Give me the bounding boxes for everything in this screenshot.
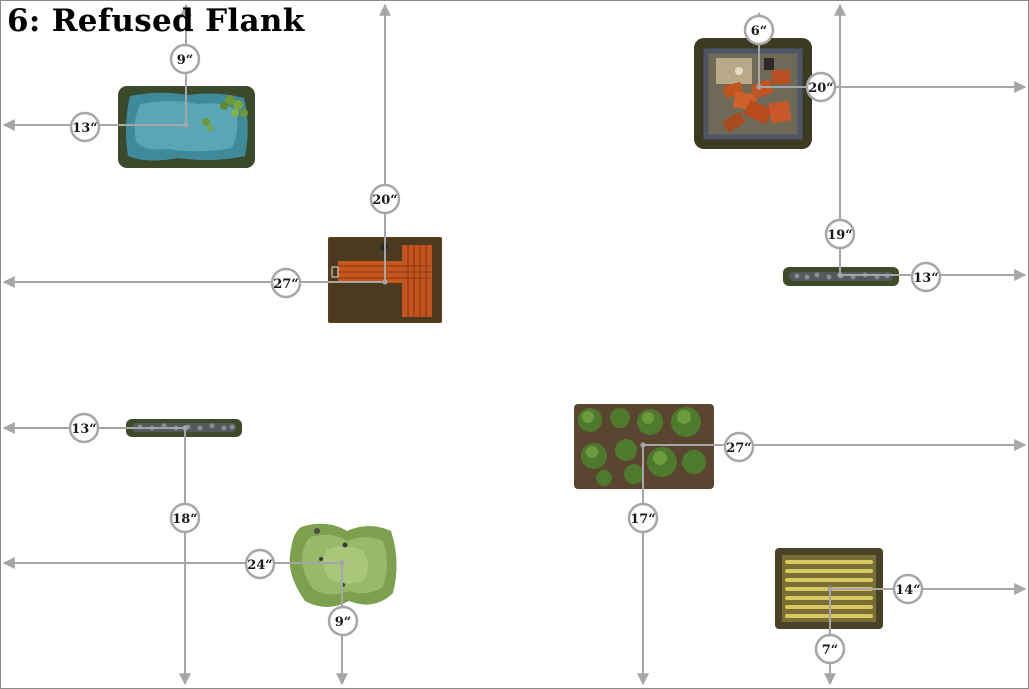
distance-label: 24“ — [247, 558, 273, 573]
hill-icon — [287, 521, 400, 610]
distance-badge-wall-east-right: 13“ — [910, 261, 942, 293]
distance-badge-barn-left: 27“ — [270, 267, 302, 299]
distance-badge-field-right: 14“ — [892, 573, 924, 605]
distance-label: 17“ — [630, 512, 656, 527]
distance-label: 14“ — [895, 583, 921, 598]
distance-label: 19“ — [827, 228, 853, 243]
scenario-title: 6: Refused Flank — [7, 3, 305, 39]
anchor-point — [640, 442, 646, 448]
distance-badge-circle — [723, 431, 755, 463]
distance-badge-ruins-right: 20“ — [805, 71, 837, 103]
distance-label: 13“ — [72, 121, 98, 136]
anchor-point — [382, 279, 388, 285]
distance-badge-hill-bottom: 9“ — [327, 605, 359, 637]
anchor-point — [182, 425, 188, 431]
distance-badge-circle — [270, 267, 302, 299]
distance-badge-circle — [169, 502, 201, 534]
distance-badge-circle — [327, 605, 359, 637]
distance-label: 18“ — [172, 512, 198, 527]
distance-badge-circle — [369, 183, 401, 215]
distance-label: 13“ — [71, 422, 97, 437]
distance-badge-wood-bottom: 17“ — [627, 502, 659, 534]
distance-label: 6“ — [751, 24, 768, 39]
distance-label: 9“ — [335, 615, 352, 630]
distance-badge-ruins-top: 6“ — [743, 14, 775, 46]
distance-badge-circle — [892, 573, 924, 605]
anchor-point — [756, 84, 762, 90]
distance-badge-circle — [244, 548, 276, 580]
distance-label: 20“ — [808, 81, 834, 96]
distance-badge-wall-west-left: 13“ — [68, 412, 100, 444]
pond-icon — [118, 86, 255, 168]
distance-badge-pond-left: 13“ — [69, 111, 101, 143]
distance-badge-circle — [169, 43, 201, 75]
distance-label: 27“ — [726, 441, 752, 456]
distance-label: 9“ — [177, 53, 194, 68]
distance-label: 27“ — [273, 277, 299, 292]
distance-badge-wood-right: 27“ — [723, 431, 755, 463]
distance-badge-wall-east-top: 19“ — [824, 218, 856, 250]
distance-badge-circle — [805, 71, 837, 103]
distance-badge-circle — [743, 14, 775, 46]
anchor-point — [339, 560, 345, 566]
distance-label: 13“ — [913, 271, 939, 286]
distance-badge-circle — [824, 218, 856, 250]
distance-label: 20“ — [372, 193, 398, 208]
distance-badge-circle — [69, 111, 101, 143]
distance-badge-field-bottom: 7“ — [814, 633, 846, 665]
distance-badge-circle — [68, 412, 100, 444]
distance-badge-circle — [814, 633, 846, 665]
distance-label: 7“ — [822, 643, 839, 658]
ruins-icon — [694, 38, 812, 149]
distance-badge-circle — [627, 502, 659, 534]
anchor-point — [827, 586, 833, 592]
distance-badge-hill-left: 24“ — [244, 548, 276, 580]
anchor-point — [837, 272, 843, 278]
anchor-point — [183, 122, 189, 128]
distance-badge-circle — [910, 261, 942, 293]
distance-badge-pond-top: 9“ — [169, 43, 201, 75]
distance-badge-wall-west-bottom: 18“ — [169, 502, 201, 534]
distance-badge-barn-top: 20“ — [369, 183, 401, 215]
